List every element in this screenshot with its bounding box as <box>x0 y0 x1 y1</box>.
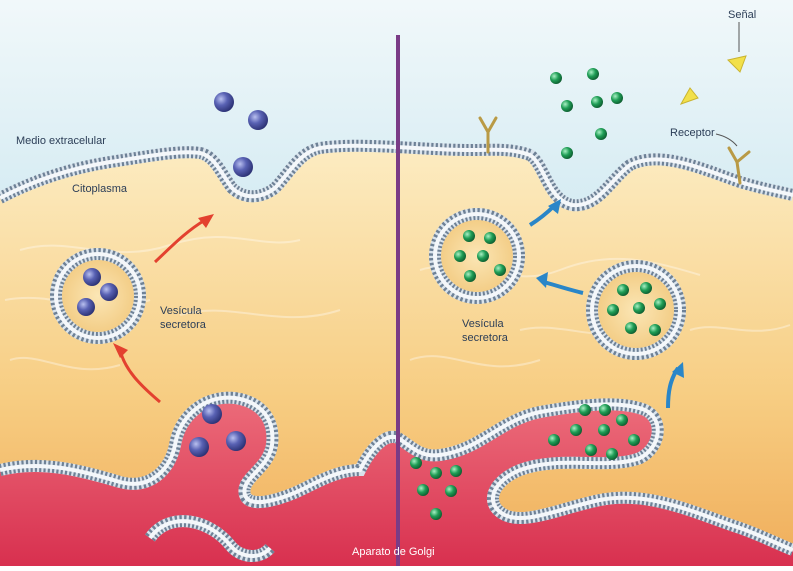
blue-molecule <box>77 298 95 316</box>
golgi-lumen-left <box>0 397 398 566</box>
green-molecule <box>649 324 661 336</box>
red-arrowhead-lower <box>113 343 128 358</box>
blue-molecule <box>248 110 268 130</box>
red-arrow-upper <box>153 218 206 264</box>
green-molecule <box>561 100 573 112</box>
label-cytoplasm: Citoplasma <box>72 183 128 195</box>
green-molecule <box>410 457 422 469</box>
green-molecule <box>611 92 623 104</box>
blue-molecule <box>202 404 222 424</box>
red-arrowhead-upper <box>198 214 214 228</box>
label-vesicle-right-2: secretora <box>462 332 509 344</box>
green-molecule <box>628 434 640 446</box>
green-molecule <box>484 232 496 244</box>
green-molecule <box>454 250 466 262</box>
green-molecule <box>640 282 652 294</box>
blue-molecule <box>214 92 234 112</box>
golgi-membrane-left <box>0 391 401 509</box>
green-molecule <box>599 404 611 416</box>
blue-molecule <box>189 437 209 457</box>
blue-arrowhead-upper <box>548 199 561 214</box>
green-molecule <box>579 404 591 416</box>
label-extracellular: Medio extracelular <box>16 135 106 147</box>
green-molecule <box>606 448 618 460</box>
blue-molecule <box>233 157 253 177</box>
golgi-lumen-right <box>398 404 793 566</box>
label-golgi: Aparato de Golgi <box>352 546 435 558</box>
green-molecule <box>633 302 645 314</box>
receptor-pointer-line <box>715 133 738 147</box>
green-molecule <box>450 465 462 477</box>
green-molecule <box>464 270 476 282</box>
label-vesicle-left-1: Vesícula <box>160 305 202 317</box>
green-molecule <box>463 230 475 242</box>
plasma-membrane <box>0 139 793 212</box>
golgi-membrane-right <box>394 398 793 556</box>
green-molecule <box>430 467 442 479</box>
green-molecule <box>570 424 582 436</box>
green-molecule <box>494 264 506 276</box>
green-molecule <box>430 508 442 520</box>
blue-arrow-middle <box>543 280 584 295</box>
receptor-left <box>478 116 498 154</box>
label-receptor: Receptor <box>670 127 715 139</box>
label-vesicle-left-2: secretora <box>160 319 207 331</box>
green-molecule <box>548 434 560 446</box>
green-molecule <box>616 414 628 426</box>
green-molecule <box>607 304 619 316</box>
green-molecule <box>561 147 573 159</box>
green-molecule <box>585 444 597 456</box>
receptor-right <box>727 146 751 185</box>
blue-molecule <box>83 268 101 286</box>
green-molecule <box>445 485 457 497</box>
green-molecules <box>410 68 666 520</box>
label-signal: Señal <box>728 9 756 21</box>
blue-molecules <box>77 92 268 457</box>
green-molecule <box>417 484 429 496</box>
vesicle-left <box>50 248 146 344</box>
green-molecule <box>598 424 610 436</box>
green-molecule <box>591 96 603 108</box>
green-molecule <box>587 68 599 80</box>
label-vesicle-right-1: Vesícula <box>462 318 504 330</box>
blue-arrowhead-lower <box>672 362 684 378</box>
green-molecule <box>625 322 637 334</box>
blue-arrowhead-middle <box>536 272 548 288</box>
signal-triangle <box>679 87 699 105</box>
green-molecule <box>550 72 562 84</box>
golgi-loop-left-lower <box>145 515 275 562</box>
signal-triangle <box>727 55 747 73</box>
blue-molecule <box>100 283 118 301</box>
green-molecule <box>595 128 607 140</box>
green-molecule <box>617 284 629 296</box>
membranes <box>0 139 793 562</box>
blue-molecule <box>226 431 246 451</box>
green-molecule <box>477 250 489 262</box>
green-molecule <box>654 298 666 310</box>
panel-divider <box>396 35 400 566</box>
